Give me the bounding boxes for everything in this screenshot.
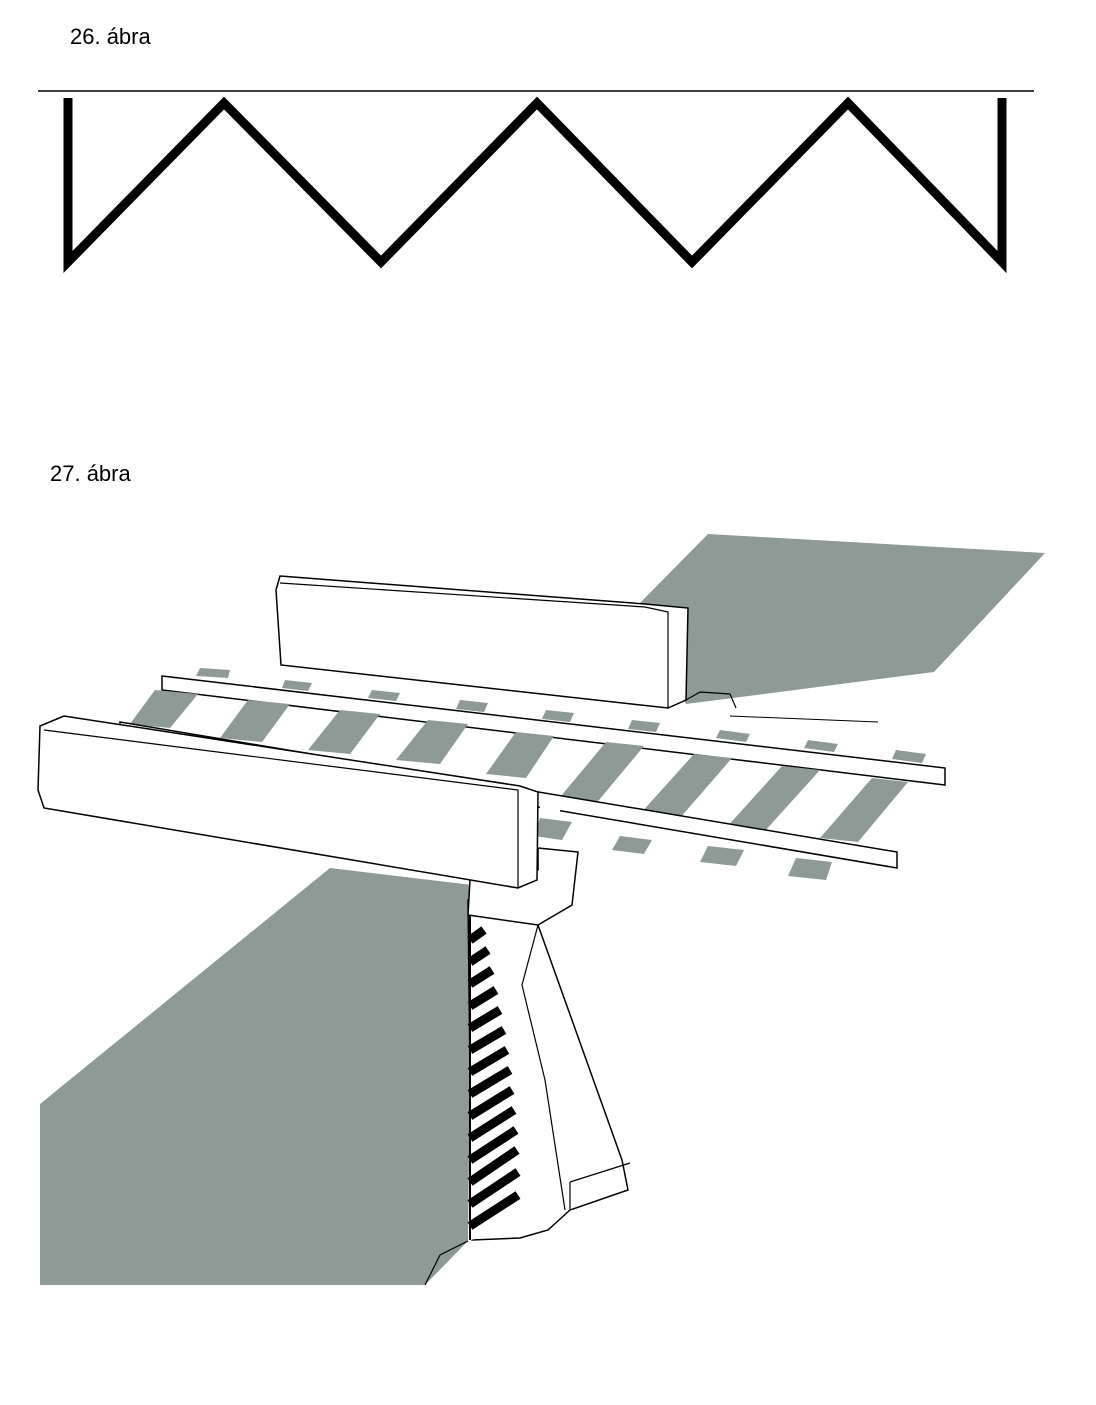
sleeper (788, 858, 832, 880)
pier-front-face (467, 898, 629, 1241)
sleeper (130, 690, 198, 728)
sleeper (820, 778, 908, 842)
sleeper (220, 700, 290, 742)
sleeper (556, 742, 644, 806)
sleeper (486, 732, 554, 778)
sleeper (892, 750, 926, 763)
near-rail (119, 721, 898, 869)
far-rail (161, 675, 946, 786)
sleeper (534, 818, 572, 840)
sleeper (628, 720, 660, 732)
sleeper (700, 846, 744, 866)
bearing-block (467, 847, 579, 926)
sleeper (640, 754, 732, 818)
sleeper (368, 690, 400, 701)
sleeper (456, 700, 488, 712)
sleeper (308, 710, 380, 754)
sleeper (612, 836, 652, 854)
far-embankment (640, 534, 1045, 704)
far-girder (275, 575, 737, 709)
pier-hatched-face (467, 900, 522, 1240)
sleeper (542, 710, 574, 722)
figure-27-label: 27. ábra (50, 461, 131, 486)
sleeper (804, 740, 838, 752)
figure-26-label: 26. ábra (70, 24, 151, 49)
bridge-pier (424, 898, 631, 1286)
zigzag-truss (63, 96, 1007, 274)
near-girder (37, 715, 539, 889)
figure-26-zigzag-diagram (38, 90, 1034, 274)
near-embankment (40, 868, 472, 1285)
sleepers (130, 668, 926, 880)
sleeper (396, 720, 468, 764)
sleeper (196, 668, 230, 678)
sleeper (282, 680, 312, 691)
sleeper (726, 766, 820, 832)
sleeper (716, 730, 750, 742)
